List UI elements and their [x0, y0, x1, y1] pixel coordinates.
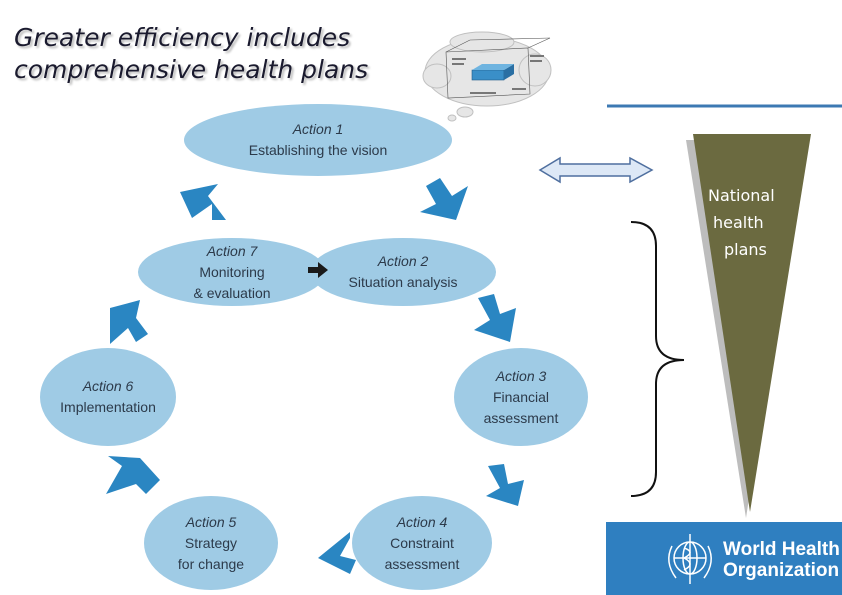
action-5-text-line-2: for change: [177, 555, 245, 572]
action-5-text-line-1: Strategy: [184, 534, 238, 551]
title-line-1: Greater efficiency includes: [14, 23, 351, 52]
action-7-text-line-2: & evaluation: [193, 284, 271, 301]
action-4-label: Action 4: [396, 513, 448, 530]
national-plans-label: National health plans: [708, 182, 775, 263]
action-3-text-line-1: Financial: [492, 388, 550, 405]
title-line-2: comprehensive health plans: [14, 55, 369, 84]
action-6-text: Implementation: [60, 399, 156, 415]
oval-action-2: Action 2 Situation analysis: [310, 238, 496, 306]
who-logo-line-2: Organization: [723, 560, 840, 581]
cycle-arrow-6-7: [110, 300, 148, 344]
action-4-text-line-1: Constraint: [390, 534, 454, 551]
action-1-text: Establishing the vision: [248, 142, 388, 158]
who-logo-box: [606, 522, 842, 595]
action-2-label: Action 2: [377, 253, 429, 269]
action-6-label: Action 6: [82, 378, 134, 394]
oval-action-4: Action 4 Constraint assessment: [352, 496, 492, 590]
action-3-text-line-2: assessment: [483, 409, 559, 426]
action-2-text: Situation analysis: [348, 274, 458, 290]
who-logo-line-1: World Health: [723, 539, 840, 560]
national-plans-line-1: National: [708, 186, 775, 205]
oval-action-1: Action 1 Establishing the vision: [184, 104, 452, 176]
oval-action-6: Action 6 Implementation: [40, 348, 176, 446]
cycle-arrow-2-3: [474, 294, 516, 342]
oval-action-3: Action 3 Financial assessment: [454, 348, 588, 446]
action-4-text-line-2: assessment: [384, 555, 460, 572]
action-3-label: Action 3: [495, 367, 547, 384]
action-7-label: Action 7: [206, 242, 258, 259]
action-5-label: Action 5: [185, 513, 237, 530]
cycle-arrow-4-5: [318, 532, 356, 574]
cycle-arrow-1-2: [420, 178, 468, 220]
national-plans-line-3: plans: [724, 240, 767, 259]
who-logo-text: World Health Organization: [723, 539, 840, 581]
national-plans-line-2: health: [713, 213, 764, 232]
action-1-label: Action 1: [292, 121, 344, 137]
action-7-text-line-1: Monitoring: [199, 263, 265, 280]
slide-title: Greater efficiency includes comprehensiv…: [14, 22, 368, 86]
cycle-arrow-5-6: [106, 456, 160, 494]
cycle-arrow-3-4: [486, 464, 524, 506]
cycle-arrow-7-1: [180, 184, 226, 220]
oval-action-5: Action 5 Strategy for change: [144, 496, 278, 590]
oval-action-7: Action 7 Monitoring & evaluation: [138, 238, 326, 306]
